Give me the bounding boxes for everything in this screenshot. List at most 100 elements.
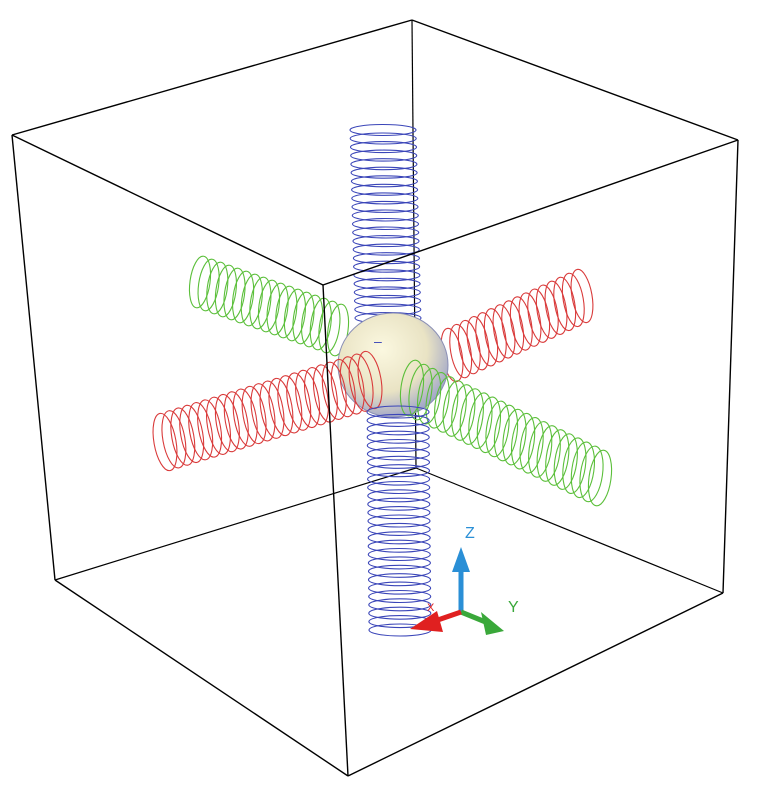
coil-turn <box>553 276 577 332</box>
coil-turn <box>357 350 383 410</box>
coil-turn <box>475 312 499 367</box>
coil-turn <box>275 285 298 339</box>
coil-turn <box>519 416 544 474</box>
coil-turn <box>468 392 493 450</box>
coil-turn <box>366 464 431 478</box>
coil-turn <box>268 377 294 437</box>
x-axis-spring-front <box>152 350 383 472</box>
coil-turn <box>312 364 338 423</box>
coil-turn <box>367 531 431 545</box>
central-sphere <box>337 312 449 418</box>
coil-turn <box>485 400 510 458</box>
z-axis-label: Z <box>465 525 475 542</box>
coil-turn <box>250 383 276 442</box>
coil-turn <box>518 292 542 347</box>
coil-turn <box>367 547 431 562</box>
coil-turn <box>214 264 237 318</box>
coil-turn <box>367 539 431 553</box>
cube-edge <box>322 139 739 286</box>
coil-turn <box>368 581 432 595</box>
cube-hidden-edge <box>415 467 724 594</box>
coil-turn <box>318 300 341 354</box>
coil-turn <box>353 286 421 299</box>
coil-turn <box>408 363 433 421</box>
coil-turn <box>304 367 329 426</box>
coil-turn <box>277 375 303 434</box>
coil-turn <box>368 606 432 620</box>
coil-turn <box>197 258 220 312</box>
coil-turn <box>367 556 431 570</box>
coil-turn <box>352 243 420 256</box>
coil-turn <box>425 371 450 429</box>
coil-turn <box>367 564 432 578</box>
coil-turn <box>366 447 430 461</box>
coil-turn <box>536 425 561 482</box>
coil-turn <box>553 433 578 490</box>
coil-turn <box>367 522 431 536</box>
coil-turn <box>434 376 459 433</box>
coil-turn <box>188 255 212 309</box>
cube-edge <box>11 134 324 286</box>
coil-turn <box>350 149 418 162</box>
cube-edge <box>347 592 724 777</box>
y-axis-spring-back <box>188 255 350 357</box>
coil-turn <box>241 385 267 445</box>
coil-turn <box>214 393 240 453</box>
y-arrow-icon <box>460 609 504 635</box>
coil-turn <box>349 132 417 145</box>
coil-turn <box>348 353 374 412</box>
coil-turn <box>257 279 281 333</box>
coil-turn <box>283 288 306 342</box>
coil-turn <box>493 404 519 462</box>
coil-turn <box>350 158 418 171</box>
coil-turn <box>351 183 419 196</box>
coil-turn <box>367 472 431 486</box>
sphere-mark: – <box>374 333 382 349</box>
coil-turn <box>223 267 246 321</box>
z-axis-spring-upper <box>349 123 422 325</box>
coil-turn <box>353 269 421 282</box>
coil-turn <box>349 123 417 137</box>
cube-edge <box>54 579 349 777</box>
cube-hidden-edge <box>54 467 417 581</box>
coil-turn <box>351 200 419 213</box>
coil-turn <box>449 323 473 379</box>
coil-turn <box>501 300 525 355</box>
coil-turn <box>330 358 356 418</box>
coil-turn <box>367 497 431 511</box>
coil-turn <box>451 384 476 441</box>
coil-turn <box>367 489 431 503</box>
coil-turn <box>352 226 420 239</box>
coil-turn <box>321 361 347 420</box>
coil-turn <box>492 304 516 359</box>
coil-turn <box>351 217 420 231</box>
coil-turn <box>232 270 255 324</box>
coil-turn <box>353 277 421 290</box>
cube-edge <box>11 19 413 136</box>
x-axis-spring-back <box>440 268 594 383</box>
coil-turn <box>366 405 430 419</box>
coil-turn <box>326 303 350 357</box>
x-arrow-icon <box>410 609 462 632</box>
coil-turn <box>152 412 178 472</box>
coordinate-triad: Z Y X <box>410 525 519 635</box>
coil-turn <box>399 359 425 417</box>
coil-turn <box>527 288 551 343</box>
coil-turn <box>179 404 205 464</box>
coil-turn <box>459 388 484 445</box>
cube-edge <box>722 139 739 594</box>
z-axis-spring-lower <box>366 405 432 637</box>
coil-turn <box>350 166 418 179</box>
x-axis-label: X <box>427 602 435 614</box>
coil-turn <box>366 422 430 436</box>
coil-turn <box>240 273 263 327</box>
coil-turn <box>442 380 467 437</box>
coil-turn <box>232 388 258 447</box>
coil-turn <box>476 396 502 454</box>
coil-turn <box>535 284 559 339</box>
coil-turn <box>587 449 613 507</box>
coil-turn <box>353 294 422 307</box>
coil-turn <box>352 252 420 265</box>
coil-turn <box>292 291 315 345</box>
